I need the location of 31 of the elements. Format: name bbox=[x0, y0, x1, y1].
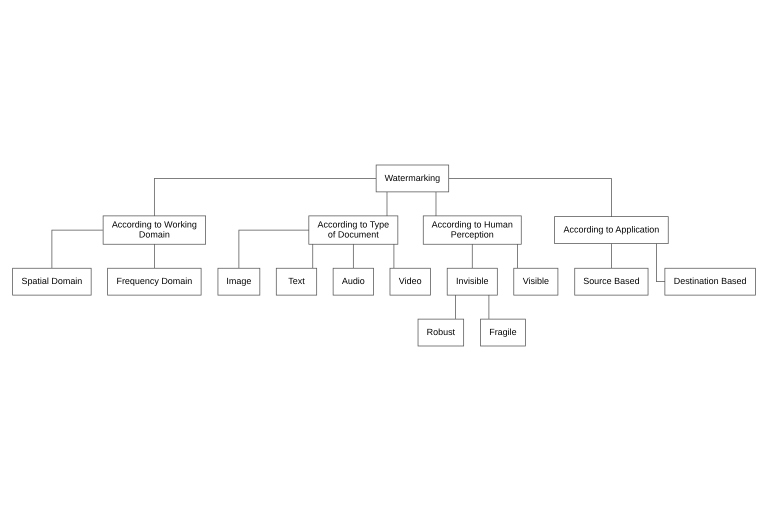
node-box: Source Based bbox=[574, 267, 648, 296]
connector bbox=[472, 244, 473, 268]
connector bbox=[386, 191, 388, 216]
connector bbox=[448, 178, 612, 216]
connector bbox=[312, 244, 314, 268]
node-box: Visible bbox=[513, 267, 558, 296]
node-box: Robust bbox=[418, 318, 464, 346]
connector bbox=[517, 244, 518, 268]
connector bbox=[352, 244, 354, 268]
connector bbox=[656, 242, 666, 282]
node-box: Destination Based bbox=[664, 267, 756, 296]
node-box: Video bbox=[390, 267, 431, 296]
connector bbox=[238, 229, 310, 268]
node-box: Spatial Domain bbox=[12, 267, 92, 296]
node-box: Audio bbox=[332, 267, 374, 296]
node-box: According to Type of Document bbox=[308, 214, 398, 244]
connector bbox=[154, 178, 376, 216]
connector bbox=[455, 294, 456, 319]
node-box: According to Application bbox=[554, 216, 669, 244]
connector bbox=[154, 244, 155, 268]
node-box: Image bbox=[218, 267, 260, 296]
connector bbox=[52, 229, 104, 268]
node-box: According to Working Domain bbox=[102, 214, 206, 244]
node-box: Frequency Domain bbox=[107, 267, 202, 296]
node-box: According to Human Perception bbox=[422, 214, 522, 244]
node-box: Text bbox=[276, 267, 318, 296]
node-box: Invisible bbox=[446, 267, 498, 296]
connector bbox=[488, 294, 490, 319]
node-box: Watermarking bbox=[376, 164, 450, 192]
connector bbox=[611, 242, 612, 268]
node-box: Fragile bbox=[480, 318, 526, 346]
